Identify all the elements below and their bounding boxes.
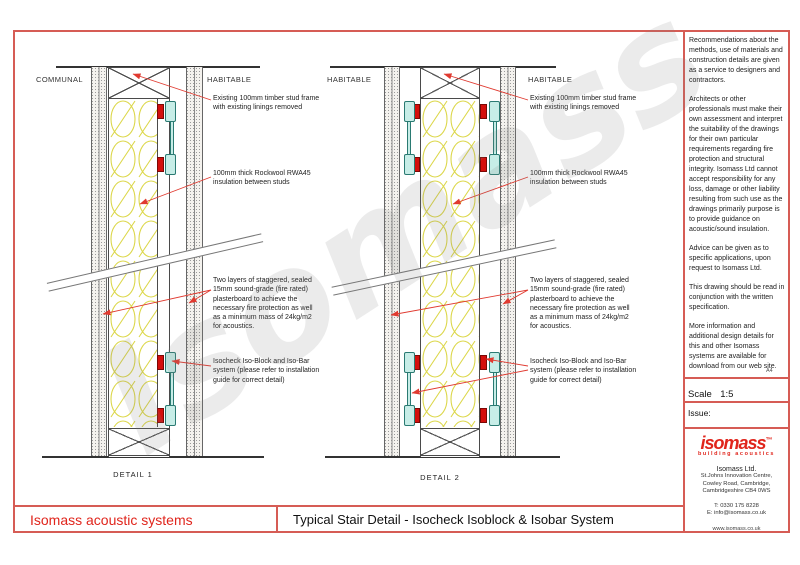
detail1-floor-line [42,456,264,458]
iso-bar-bracket [404,154,415,175]
scale-box: Scale 1:5 [688,384,733,402]
panel-divider [683,30,685,533]
iso-block [157,157,164,172]
iso-bar-bracket [165,405,176,426]
company-website: www.isomass.co.uk [712,525,761,532]
paper-size-label: A4 [766,368,773,374]
issue-box-top-line [683,401,790,403]
note-paragraph: More information and additional design d… [689,323,777,370]
annotation-plasterboard: Two layers of staggered, sealed 15mm sou… [213,277,313,331]
brand-logo-text: isomass [700,433,766,453]
notes-panel: Recommendations about the methods, use o… [689,36,785,381]
footer-cell-divider [276,505,278,533]
detail2-right-wall-lining [500,67,516,456]
detail2-left-zone-label: HABITABLE [327,75,372,84]
detail1-right-wall-lining [186,67,203,456]
annotation-insulation: 100mm thick Rockwool RWA45 insulation be… [213,170,311,187]
sheet-border [13,30,790,533]
iso-block [480,104,487,119]
scale-box-top-line [683,377,790,379]
detail1-left-zone-label: COMMUNAL [36,75,83,84]
iso-block [480,157,487,172]
detail1-caption: DETAIL 1 [113,470,153,479]
company-phone: T: 0330 175 8228 [714,502,759,509]
annotation-insulation: 100mm thick Rockwool RWA45 insulation be… [530,170,628,187]
detail2-header-noggin [420,67,480,99]
scale-value: 1:5 [720,389,734,400]
note-paragraph: Architects or other professionals must m… [689,96,783,233]
company-address-line: Cambridgeshire CB4 0WS [702,488,771,494]
iso-bar-bracket [489,405,500,426]
detail2-caption: DETAIL 2 [420,473,460,482]
company-address-line: St.Johns Innovation Centre, [700,473,773,479]
note-paragraph: Advice can be given as to specific appli… [689,245,771,272]
detail1-left-wall-lining [91,67,107,456]
scale-label: Scale [688,389,712,400]
detail2-right-zone-label: HABITABLE [528,75,573,84]
iso-block [157,355,164,370]
annotation-plasterboard: Two layers of staggered, sealed 15mm sou… [530,277,630,331]
iso-bar-bracket [165,154,176,175]
brand-logo: isomass™ [683,433,790,453]
company-name: Isomass Ltd. [716,466,757,473]
note-paragraph: Recommendations about the methods, use o… [689,37,783,84]
company-address-line: Cowley Road, Cambridge, [702,480,771,487]
iso-bar-bracket [404,405,415,426]
iso-bar-bracket [404,101,415,122]
annotation-isobar: Isocheck Iso-Block and Iso-Bar system (p… [213,358,320,384]
iso-bar-bracket [489,352,500,373]
iso-block [157,104,164,119]
issue-label: Issue: [688,408,711,418]
detail2-left-wall-lining [384,67,400,456]
iso-block [480,355,487,370]
note-paragraph: This drawing should be read in conjuncti… [689,284,785,311]
iso-bar-bracket [404,352,415,373]
logo-box-top-line [683,427,790,429]
brand-tagline: building acoustics [697,451,776,457]
iso-bar-bracket [489,154,500,175]
brand-block: isomass™ building acoustics Isomass Ltd.… [683,433,790,532]
footer-top-line [13,505,685,507]
annotation-stud-frame: Existing 100mm timber stud frame with ex… [530,95,637,112]
iso-bar-bracket [489,101,500,122]
detail1-bottom-noggin [108,428,170,456]
annotation-isobar: Isocheck Iso-Block and Iso-Bar system (p… [530,358,637,384]
iso-block [480,408,487,423]
detail1-header-noggin [108,67,170,99]
drawing-title: Typical Stair Detail - Isocheck Isoblock… [293,512,614,527]
company-email: E: info@isomass.co.uk [706,510,767,516]
project-name: Isomass acoustic systems [30,512,193,528]
iso-bar-bracket [165,101,176,122]
detail2-bottom-noggin [420,428,480,456]
annotation-stud-frame: Existing 100mm timber stud frame with ex… [213,95,320,112]
iso-block [157,408,164,423]
trademark-symbol: ™ [765,437,773,444]
iso-bar-bracket [165,352,176,373]
detail1-right-zone-label: HABITABLE [207,75,252,84]
detail2-floor-line [325,456,560,458]
